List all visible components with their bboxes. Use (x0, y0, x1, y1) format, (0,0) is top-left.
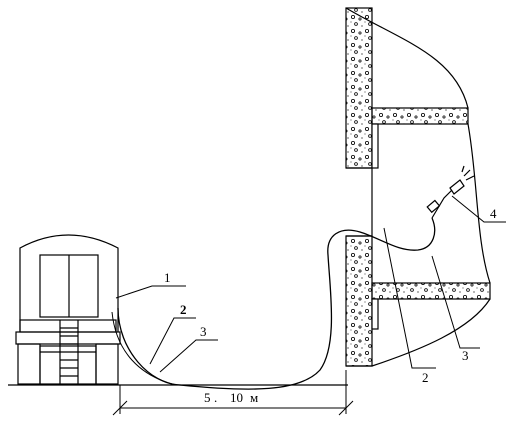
callout-1: 1 (164, 270, 171, 285)
fire-truck (15, 234, 121, 385)
dimension-line (112, 370, 354, 416)
hose-line-3 (117, 217, 436, 390)
rescue-rope-2 (111, 311, 177, 386)
dimension-unit: м (250, 390, 258, 405)
inner-wall-stub-lower (371, 298, 379, 330)
fire-nozzle (426, 165, 475, 219)
callout-2-right: 2 (422, 370, 429, 385)
floor-slab-lower (371, 282, 491, 300)
inner-wall-stub-upper (371, 123, 379, 169)
dimension-sep: . (214, 390, 217, 405)
truck-chassis (15, 331, 121, 345)
wall-lower (345, 235, 373, 367)
truck-body (19, 234, 119, 332)
leader-lines (115, 195, 506, 373)
callout-4: 4 (490, 206, 497, 221)
truck-wheel-left (17, 343, 41, 385)
wall-upper (345, 7, 373, 169)
dimension-to: 10 (230, 390, 243, 405)
truck-bumper (19, 319, 117, 333)
callout-3-left: 3 (200, 324, 207, 339)
truck-ladder (59, 320, 79, 384)
building-outline (345, 7, 491, 367)
truck-grille (39, 345, 97, 385)
truck-wheel-right (95, 343, 119, 385)
callout-2-left: 2 (180, 302, 187, 317)
dimension-from: 5 (204, 390, 211, 405)
floor-slab-upper (371, 107, 469, 125)
callout-3-right: 3 (462, 348, 469, 363)
window-opening (346, 167, 373, 237)
